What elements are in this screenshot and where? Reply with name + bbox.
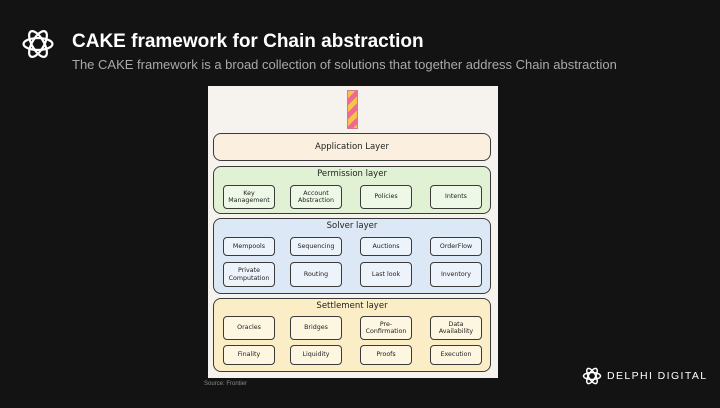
- delphi-logo-icon: [22, 30, 54, 58]
- settlement-layer: Settlement layer Oracles Bridges Pre- Co…: [213, 298, 491, 372]
- layer-item: Proofs: [360, 345, 412, 365]
- layer-item: Key Management: [223, 185, 275, 209]
- layer-item: Bridges: [290, 316, 342, 340]
- layer-item: Pre- Confirmation: [360, 316, 412, 340]
- layer-item: Policies: [360, 185, 412, 209]
- application-layer: Application Layer: [213, 133, 491, 161]
- layer-item: Intents: [430, 185, 482, 209]
- layer-item: Account Abstraction: [290, 185, 342, 209]
- layer-item: Inventory: [430, 262, 482, 287]
- solver-layer: Solver layer Mempools Sequencing Auction…: [213, 218, 491, 294]
- candle-icon: [347, 90, 358, 129]
- layer-item: Auctions: [360, 237, 412, 256]
- source-caption: Source: Frontier: [204, 381, 248, 387]
- layer-item: Mempools: [223, 237, 275, 256]
- layer-item: Oracles: [223, 316, 275, 340]
- layer-item: Last look: [360, 262, 412, 287]
- cake-diagram: Application Layer Permission layer Key M…: [208, 86, 498, 378]
- layer-item: Execution: [430, 345, 482, 365]
- page-subtitle: The CAKE framework is a broad collection…: [72, 57, 617, 72]
- layer-item: OrderFlow: [430, 237, 482, 256]
- layer-item: Private Computation: [223, 262, 275, 287]
- layer-item: Data Availability: [430, 316, 482, 340]
- delphi-logo-icon: [582, 367, 602, 385]
- permission-layer: Permission layer Key Management Account …: [213, 166, 491, 214]
- brand-name: DELPHI DIGITAL: [607, 370, 708, 382]
- solver-layer-title: Solver layer: [326, 221, 378, 231]
- layer-item: Sequencing: [290, 237, 342, 256]
- settlement-layer-title: Settlement layer: [316, 301, 388, 311]
- permission-layer-title: Permission layer: [317, 169, 387, 179]
- page-title: CAKE framework for Chain abstraction: [72, 31, 424, 52]
- application-layer-title: Application Layer: [315, 142, 389, 152]
- layer-item: Finality: [223, 345, 275, 365]
- layer-item: Liquidity: [290, 345, 342, 365]
- layer-item: Routing: [290, 262, 342, 287]
